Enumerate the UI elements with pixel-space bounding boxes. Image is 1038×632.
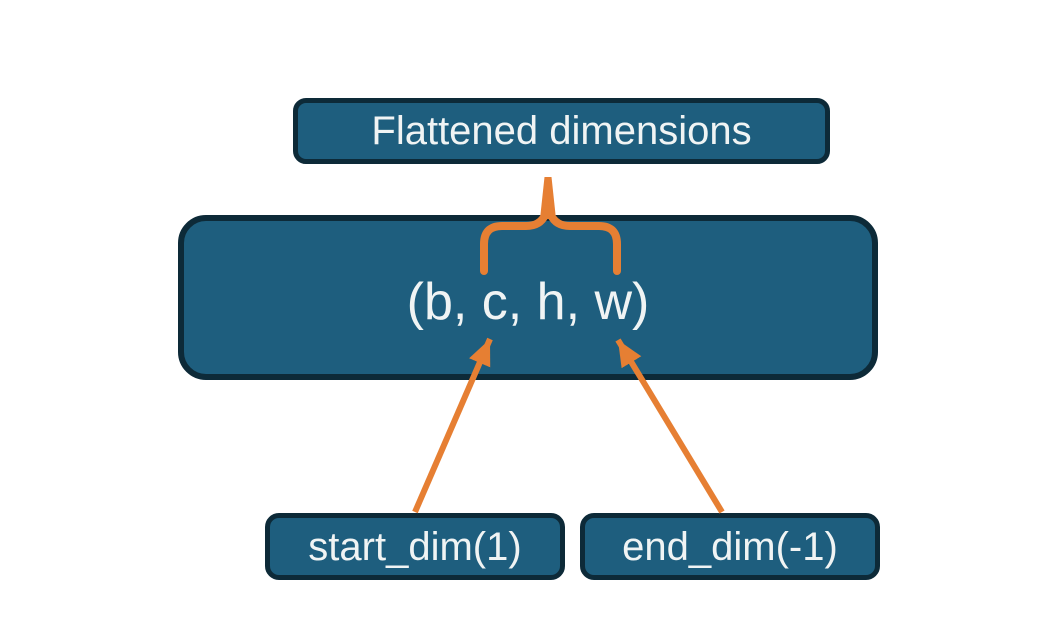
node-tensor-shape: (b, c, h, w) — [178, 215, 878, 380]
flattened-dimensions-label: Flattened dimensions — [371, 109, 752, 153]
end-dim-label: end_dim(-1) — [622, 524, 838, 569]
start-dim-label: start_dim(1) — [308, 524, 522, 569]
brace-stem-connector — [540, 177, 556, 219]
tensor-shape-label: (b, c, h, w) — [406, 272, 650, 331]
node-flattened-dimensions: Flattened dimensions — [293, 98, 830, 164]
node-start-dim: start_dim(1) — [265, 513, 565, 580]
node-end-dim: end_dim(-1) — [580, 513, 880, 580]
